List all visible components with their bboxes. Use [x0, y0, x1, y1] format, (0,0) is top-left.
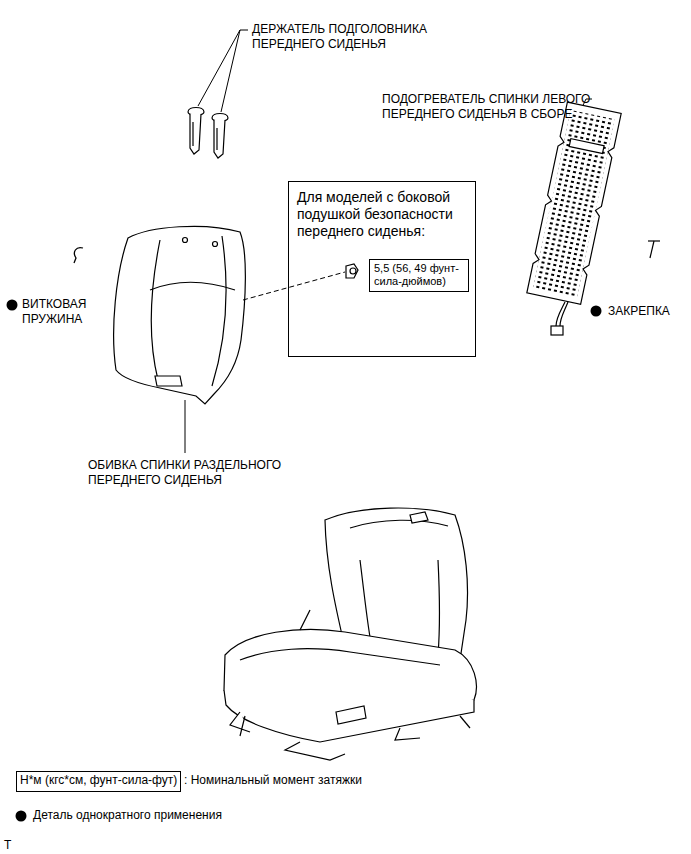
part-label: ЗАКРЕПКА — [608, 304, 670, 319]
coil-spring — [74, 248, 83, 263]
clip — [648, 241, 660, 258]
legend-text: : Номинальный момент затяжки — [184, 773, 362, 788]
torque-legend-box: Н*м (кгс*см, фунт-сила-фут) — [16, 771, 181, 792]
bolt — [346, 264, 358, 278]
part-label: ПОДОГРЕВАТЕЛЬ СПИНКИ ЛЕВОГО ПЕРЕДНЕГО СИ… — [382, 92, 600, 122]
seatback-cover — [114, 226, 246, 404]
part-label: ВИТКОВАЯ ПРУЖИНА — [22, 297, 122, 327]
part-label: T — [4, 838, 11, 853]
note-box: Для моделей с боковой подушкой безопасно… — [288, 181, 476, 357]
node-text: Для моделей с боковой подушкой безопасно… — [297, 189, 467, 240]
part-label: ОБИВКА СПИНКИ РАЗДЕЛЬНОГО ПЕРЕДНЕГО СИДЕ… — [88, 458, 303, 488]
headrest-support — [188, 108, 228, 159]
node-text: Н*м (кгс*см, фунт-сила-фут) — [20, 773, 177, 788]
one-time-use-mark — [7, 300, 602, 822]
part-label: ДЕРЖАТЕЛЬ ПОДГОЛОВНИКА ПЕРЕДНЕГО СИДЕНЬЯ — [252, 22, 467, 52]
torque-box: 5,5 (56, 49 фунт-сила-дюймов) — [369, 259, 469, 292]
seat-assembly — [224, 508, 476, 760]
dashed-line — [243, 272, 345, 300]
seat-heater — [527, 102, 621, 304]
legend-text: Деталь однократного применения — [33, 808, 222, 823]
heater-wire — [551, 302, 568, 335]
node-text: 5,5 (56, 49 фунт-сила-дюймов) — [374, 262, 464, 288]
